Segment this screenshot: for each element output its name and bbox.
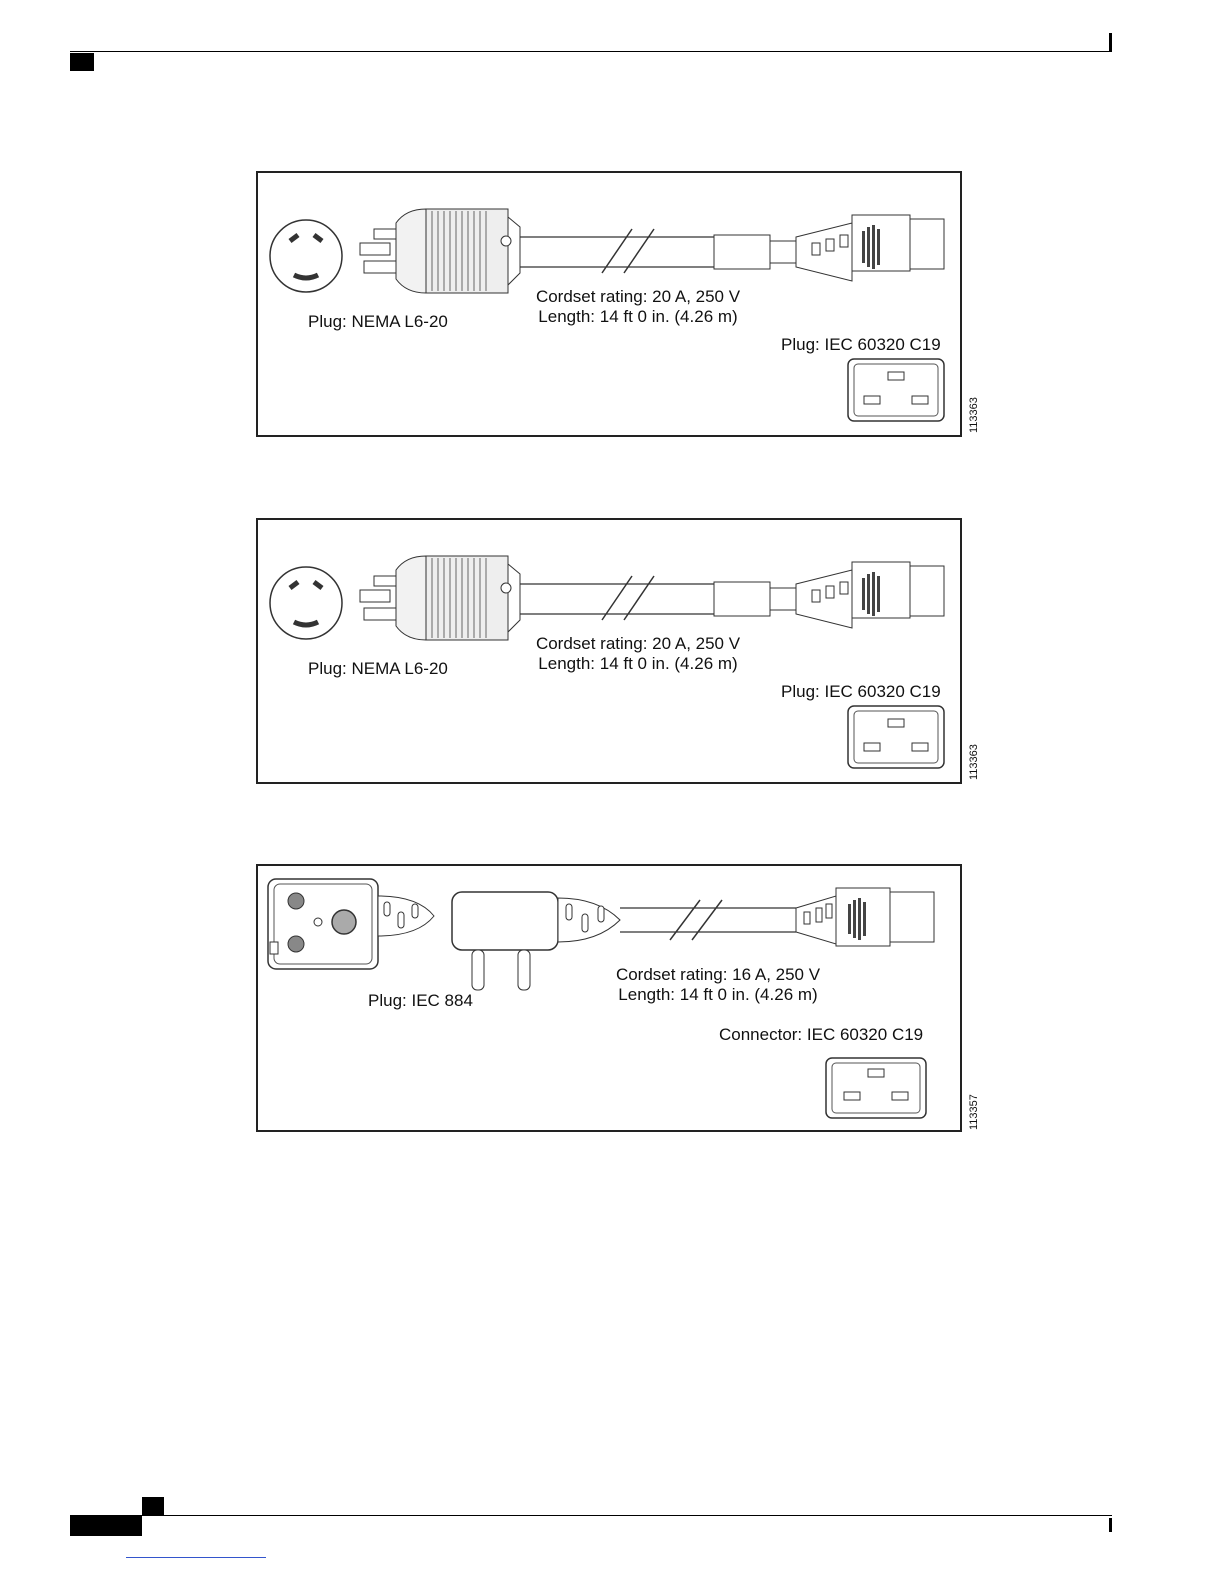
- iec-884-cord-drawing: [256, 864, 962, 1132]
- length-line: Length: 14 ft 0 in. (4.26 m): [538, 307, 738, 326]
- footer-tick: [1109, 1518, 1112, 1532]
- footer-block-small: [142, 1497, 164, 1515]
- header-rule: [70, 51, 1112, 52]
- cordset-rating: Cordset rating: 20 A, 250 V Length: 14 f…: [526, 634, 750, 674]
- nema-l6-20-cord-drawing: [256, 518, 962, 784]
- cordset-rating: Cordset rating: 16 A, 250 V Length: 14 f…: [602, 965, 834, 1005]
- header-block: [70, 53, 94, 71]
- power-cord-figure-3: Plug: IEC 884 Cordset rating: 16 A, 250 …: [256, 864, 980, 1132]
- header-tick: [1109, 33, 1112, 51]
- rating-line: Cordset rating: 16 A, 250 V: [615, 965, 821, 984]
- figure-id: 113363: [968, 397, 980, 433]
- power-cord-figure-1: Plug: NEMA L6-20 Cordset rating: 20 A, 2…: [256, 171, 980, 437]
- figure-id: 113363: [968, 744, 980, 780]
- cordset-rating: Cordset rating: 20 A, 250 V Length: 14 f…: [526, 287, 750, 327]
- right-plug-label: Plug: IEC 60320 C19: [781, 682, 941, 701]
- left-plug-label: Plug: IEC 884: [368, 991, 473, 1010]
- length-line: Length: 14 ft 0 in. (4.26 m): [538, 654, 738, 673]
- footer-rule: [70, 1515, 1112, 1516]
- nema-l6-20-cord-drawing: [256, 171, 962, 437]
- footer-link-underline[interactable]: [126, 1557, 266, 1558]
- rating-line: Cordset rating: 20 A, 250 V: [535, 287, 741, 306]
- right-plug-label: Plug: IEC 60320 C19: [781, 335, 941, 354]
- left-plug-label: Plug: NEMA L6-20: [308, 659, 448, 678]
- footer-block: [70, 1516, 142, 1536]
- figure-id: 113357: [968, 1094, 980, 1130]
- length-line: Length: 14 ft 0 in. (4.26 m): [618, 985, 818, 1004]
- right-plug-label: Connector: IEC 60320 C19: [719, 1025, 924, 1044]
- power-cord-figure-2: Plug: NEMA L6-20 Cordset rating: 20 A, 2…: [256, 518, 980, 784]
- left-plug-label: Plug: NEMA L6-20: [308, 312, 448, 331]
- rating-line: Cordset rating: 20 A, 250 V: [535, 634, 741, 653]
